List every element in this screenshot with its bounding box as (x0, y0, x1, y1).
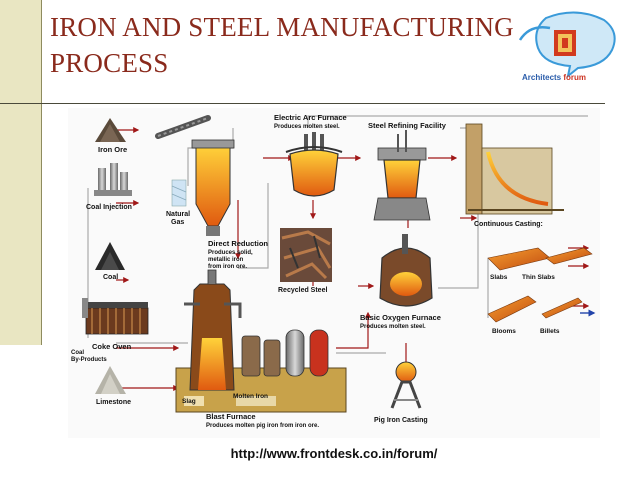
label-direct-reduction-desc-1: Produces solid, (208, 250, 253, 256)
slabs-products (487, 247, 593, 271)
label-coal-byproducts-1: Coal (71, 350, 84, 356)
label-natural-gas-2: Gas (171, 219, 184, 226)
label-coal: Coal (103, 274, 118, 281)
label-direct-reduction-desc-2: metallic iron (208, 257, 244, 263)
slide-title: IRON AND STEEL MANUFACTURING PROCESS (50, 9, 610, 81)
coke-oven (82, 298, 149, 335)
title-line-1: IRON AND STEEL MANUFACTURING (50, 12, 514, 42)
limestone-pile (95, 366, 126, 394)
recycled-steel-photo (280, 228, 332, 282)
conveyor-belt (155, 115, 211, 139)
coal-pile (95, 242, 125, 270)
label-natural-gas-1: Natural (166, 211, 190, 218)
pig-iron-casting (390, 361, 422, 409)
label-blast-furnace: Blast Furnace (206, 412, 256, 421)
logo-text: Architects forum (522, 73, 586, 82)
architects-forum-logo (518, 11, 616, 79)
label-coal-injection: Coal Injection (86, 204, 132, 211)
label-direct-reduction: Direct Reduction (208, 239, 268, 248)
label-basic-oxygen-desc: Produces molten steel. (360, 324, 426, 330)
natural-gas-tower (171, 179, 187, 207)
label-slabs: Slabs (490, 274, 508, 281)
title-line-2: PROCESS (50, 48, 169, 78)
blast-furnace (175, 269, 347, 413)
source-url: http://www.frontdesk.co.in/forum/ (230, 446, 438, 461)
label-blast-furnace-desc: Produces molten pig iron from iron ore. (206, 423, 319, 429)
left-accent-bar (0, 0, 41, 345)
continuous-casting-machine (465, 123, 564, 215)
label-electric-arc-desc: Produces molten steel. (274, 124, 340, 130)
coal-injection-unit (94, 163, 132, 196)
label-thin-slabs: Thin Slabs (522, 274, 555, 281)
steel-process-diagram: Iron Ore Coal Injection Natural Gas Dire… (68, 108, 600, 438)
label-steel-refining: Steel Refining Facility (368, 121, 447, 130)
steel-refining-facility: Steel Refining Facility (368, 121, 447, 221)
blooms-billets-products (487, 295, 583, 323)
label-electric-arc: Electric Arc Furnace (274, 113, 347, 122)
direct-reduction-furnace (191, 139, 235, 236)
label-continuous-casting: Continuous Casting: (474, 221, 543, 228)
left-accent-line (41, 0, 42, 345)
iron-ore-pile (95, 118, 126, 142)
title-rule (0, 103, 605, 104)
label-molten-iron: Molten Iron (233, 393, 268, 400)
label-pig-iron-casting: Pig Iron Casting (374, 417, 428, 424)
process-pipes (87, 115, 590, 391)
label-direct-reduction-desc-3: from iron ore. (208, 264, 247, 270)
label-limestone: Limestone (96, 399, 131, 406)
logo-text-architects: Architects (522, 73, 562, 82)
label-slag: Slag (182, 398, 196, 405)
label-blooms: Blooms (492, 328, 516, 335)
electric-arc-furnace: Electric Arc Furnace Produces molten ste… (274, 113, 347, 197)
label-recycled-steel: Recycled Steel (278, 287, 327, 294)
label-coal-byproducts-2: By-Products (71, 357, 107, 363)
label-billets: Billets (540, 328, 560, 335)
label-iron-ore: Iron Ore (98, 145, 127, 154)
label-basic-oxygen: Basic Oxygen Furnace (360, 313, 441, 322)
logo-text-forum: forum (563, 73, 587, 82)
basic-oxygen-furnace (379, 234, 433, 307)
label-coke-oven: Coke Oven (92, 342, 132, 351)
